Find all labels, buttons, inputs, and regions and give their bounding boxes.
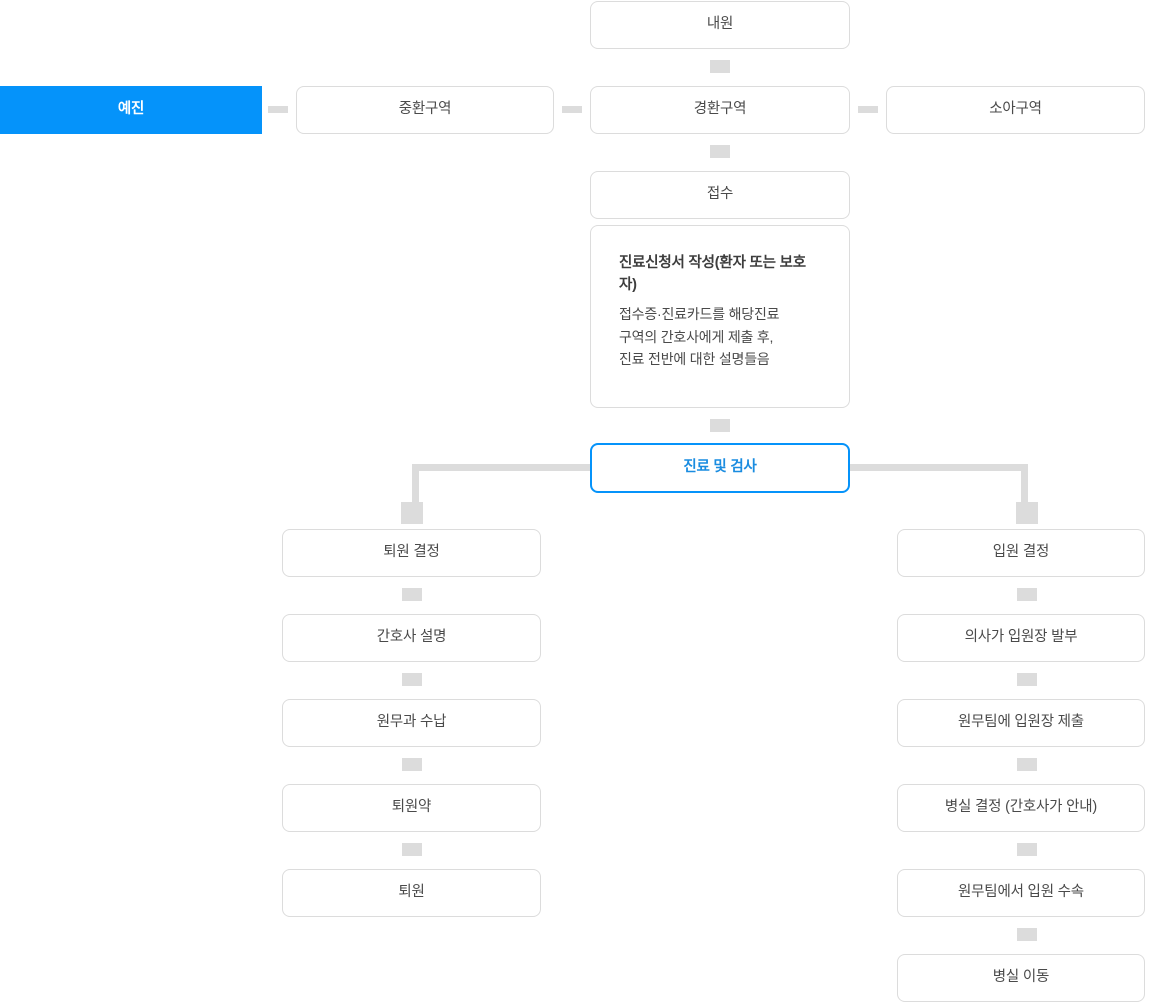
- node-discharge-1-label: 간호사 설명: [376, 629, 447, 646]
- application-form-body-line3: 진료 전반에 대한 설명들음: [619, 351, 770, 368]
- node-reception[interactable]: 접수: [590, 171, 850, 219]
- connector-triage-to-severe: [268, 106, 288, 113]
- node-discharge-0-label: 퇴원 결정: [383, 544, 440, 561]
- node-admission-0[interactable]: 입원 결정: [897, 529, 1145, 577]
- connector-admission-0-1: [1017, 588, 1037, 601]
- node-admission-0-label: 입원 결정: [992, 544, 1050, 561]
- connector-application-to-exam: [710, 419, 730, 432]
- node-triage-label: 예진: [117, 101, 145, 118]
- connector-discharge-1-2: [402, 673, 422, 686]
- node-application-form[interactable]: 진료신청서 작성(환자 또는 보호자) 접수증·진료카드를 해당진료 구역의 간…: [590, 225, 850, 408]
- node-admission-5-label: 병실 이동: [992, 969, 1050, 986]
- node-reception-label: 접수: [706, 186, 734, 203]
- connector-exam-branch-left-cap: [401, 502, 423, 524]
- node-admission-5[interactable]: 병실 이동: [897, 954, 1145, 1002]
- node-severe-zone[interactable]: 중환구역: [296, 86, 554, 134]
- node-mild-zone-label: 경환구역: [693, 101, 747, 118]
- connector-exam-branch-left-horizontal: [412, 464, 590, 471]
- application-form-body: 접수증·진료카드를 해당진료 구역의 간호사에게 제출 후, 진료 전반에 대한…: [619, 303, 823, 371]
- connector-discharge-3-4: [402, 843, 422, 856]
- node-mild-zone[interactable]: 경환구역: [590, 86, 850, 134]
- application-form-body-line1: 접수증·진료카드를 해당진료: [619, 305, 780, 322]
- node-triage[interactable]: 예진: [0, 86, 262, 134]
- node-arrival-label: 내원: [706, 16, 734, 33]
- node-discharge-4-label: 퇴원: [398, 884, 425, 901]
- connector-exam-branch-right-vertical: [1021, 464, 1028, 509]
- node-discharge-4[interactable]: 퇴원: [282, 869, 541, 917]
- application-form-title: 진료신청서 작성(환자 또는 보호자): [619, 255, 806, 294]
- connector-admission-4-5: [1017, 928, 1037, 941]
- node-exam[interactable]: 진료 및 검사: [590, 443, 850, 493]
- connector-exam-branch-right-cap: [1016, 502, 1038, 524]
- connector-admission-2-3: [1017, 758, 1037, 771]
- node-discharge-3[interactable]: 퇴원약: [282, 784, 541, 832]
- application-form-body-line2: 구역의 간호사에게 제출 후,: [619, 328, 774, 345]
- connector-discharge-2-3: [402, 758, 422, 771]
- connector-admission-3-4: [1017, 843, 1037, 856]
- connector-exam-branch-left-vertical: [412, 464, 419, 509]
- connector-mild-to-pediatric: [858, 106, 878, 113]
- connector-admission-1-2: [1017, 673, 1037, 686]
- connector-discharge-0-1: [402, 588, 422, 601]
- node-pediatric-zone-label: 소아구역: [989, 101, 1042, 118]
- node-admission-3-label: 병실 결정 (간호사가 안내): [944, 799, 1098, 816]
- node-severe-zone-label: 중환구역: [398, 101, 452, 118]
- node-discharge-1[interactable]: 간호사 설명: [282, 614, 541, 662]
- node-admission-2[interactable]: 원무팀에 입원장 제출: [897, 699, 1145, 747]
- node-admission-1[interactable]: 의사가 입원장 발부: [897, 614, 1145, 662]
- node-admission-2-label: 원무팀에 입원장 제출: [958, 714, 1084, 731]
- node-pediatric-zone[interactable]: 소아구역: [886, 86, 1145, 134]
- node-admission-3[interactable]: 병실 결정 (간호사가 안내): [897, 784, 1145, 832]
- node-discharge-3-label: 퇴원약: [391, 799, 432, 816]
- node-discharge-0[interactable]: 퇴원 결정: [282, 529, 541, 577]
- node-discharge-2-label: 원무과 수납: [376, 714, 447, 731]
- connector-arrival-to-mild: [710, 60, 730, 73]
- node-admission-4-label: 원무팀에서 입원 수속: [958, 884, 1084, 901]
- connector-mild-to-reception: [710, 145, 730, 158]
- node-discharge-2[interactable]: 원무과 수납: [282, 699, 541, 747]
- node-admission-4[interactable]: 원무팀에서 입원 수속: [897, 869, 1145, 917]
- connector-exam-branch-right-horizontal: [850, 464, 1028, 471]
- node-admission-1-label: 의사가 입원장 발부: [964, 629, 1078, 646]
- connector-severe-to-mild: [562, 106, 582, 113]
- node-exam-label: 진료 및 검사: [683, 459, 757, 476]
- node-arrival[interactable]: 내원: [590, 1, 850, 49]
